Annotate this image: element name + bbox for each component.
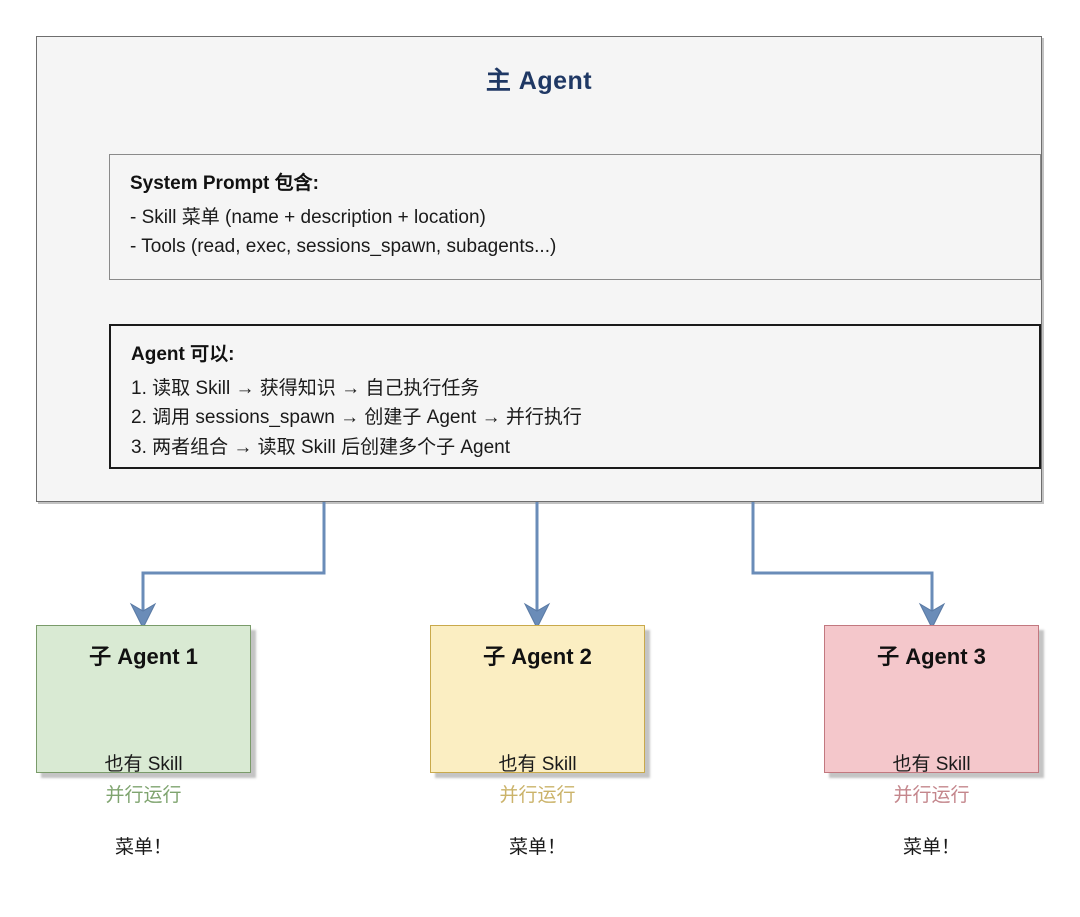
child-agent-title-2: 子 Agent 2 (483, 644, 592, 669)
system-prompt-line-tools: - Tools (read, exec, sessions_spawn, sub… (130, 236, 557, 258)
child-agent-body-line2-3: 菜单！ (902, 837, 960, 859)
system-prompt-panel: System Prompt 包含: - Skill 菜单 (name + des… (109, 154, 1041, 280)
agent-capability-item-2: 2. 调用 sessions_spawn → 创建子 Agent → 并行执行 (131, 407, 582, 429)
system-prompt-line-skill: - Skill 菜单 (name + description + locatio… (130, 206, 486, 228)
child-agent-body-line2-1: 菜单！ (114, 837, 172, 859)
child-agent-box-2: 子 Agent 2 也有 Skill 菜单！ (430, 625, 645, 858)
child-agent-title-1: 子 Agent 1 (89, 644, 198, 669)
main-agent-box: 主 Agent System Prompt 包含: - Skill 菜单 (na… (36, 36, 1042, 502)
diagram-canvas: 主 Agent System Prompt 包含: - Skill 菜单 (na… (36, 36, 1042, 859)
connector-path-child-1 (141, 502, 326, 612)
child-agent-body-line1-1: 也有 Skill (104, 754, 183, 776)
child-agent-caption-2: 并行运行 (499, 785, 576, 806)
child-agent-body-line1-2: 也有 Skill (498, 754, 577, 776)
child-agent-box-3: 子 Agent 3 也有 Skill 菜单！ (824, 625, 1039, 858)
child-agent-caption-1: 并行运行 (105, 785, 182, 806)
child-agent-caption-3: 并行运行 (893, 785, 970, 806)
child-agent-body-line1-3: 也有 Skill (892, 754, 971, 776)
agent-capabilities-heading: Agent 可以: (131, 344, 235, 365)
child-agent-title-3: 子 Agent 3 (877, 644, 986, 669)
agent-capabilities-content: Agent 可以: 1. 读取 Skill → 获得知识 → 自己执行任务 2.… (111, 326, 1039, 462)
system-prompt-content: System Prompt 包含: - Skill 菜单 (name + des… (110, 155, 1040, 262)
system-prompt-heading: System Prompt 包含: (130, 173, 319, 194)
agent-capability-item-3: 3. 两者组合 → 读取 Skill 后创建多个子 Agent (131, 436, 511, 458)
agent-capability-item-1: 1. 读取 Skill → 获得知识 → 自己执行任务 (131, 377, 480, 399)
child-agent-box-1: 子 Agent 1 也有 Skill 菜单！ (36, 625, 251, 858)
agent-capabilities-panel: Agent 可以: 1. 读取 Skill → 获得知识 → 自己执行任务 2.… (109, 324, 1041, 469)
main-agent-title: 主 Agent (485, 67, 593, 95)
connector-path-child-3 (751, 502, 934, 612)
child-agent-body-line2-2: 菜单！ (508, 837, 566, 859)
